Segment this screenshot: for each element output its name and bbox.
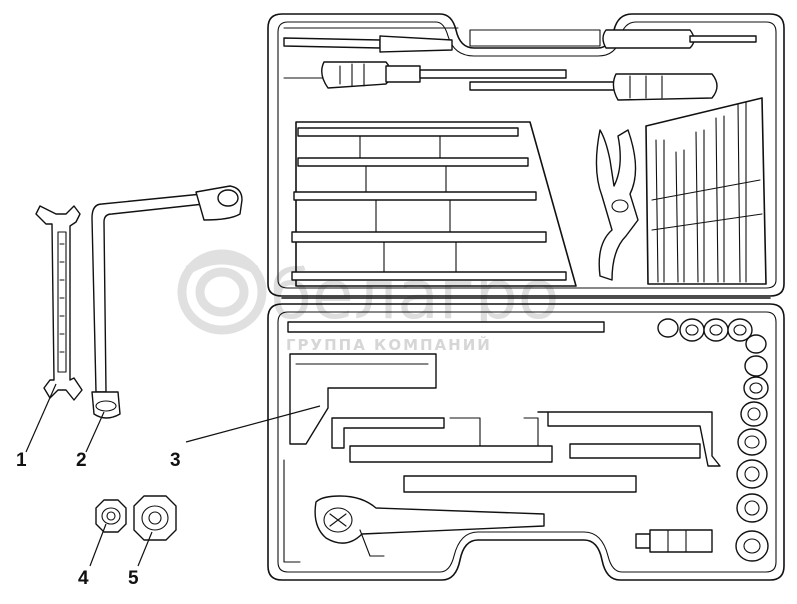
screwdriver-handled xyxy=(321,61,567,89)
ratchet-handle xyxy=(314,495,545,557)
callout-4: 4 xyxy=(78,568,89,589)
callout-1: 1 xyxy=(16,450,27,471)
leader-lines xyxy=(25,383,321,567)
socket-set-top-row xyxy=(657,318,753,342)
tool-case xyxy=(267,13,785,581)
hex-key-long xyxy=(331,417,445,449)
socket-tommy-bar xyxy=(349,417,553,463)
callout-2: 2 xyxy=(76,450,87,471)
screwdriver-phillips-large xyxy=(602,29,757,49)
socket-set-right-column xyxy=(735,334,769,562)
callout-3: 3 xyxy=(170,450,181,471)
tyre-lever xyxy=(287,321,605,445)
hex-key-short xyxy=(537,411,721,467)
screwdriver-short xyxy=(469,73,718,101)
screwdriver-bits-set xyxy=(645,97,767,285)
screwdriver-slotted xyxy=(283,35,453,53)
watermark-logo-icon xyxy=(177,249,267,335)
combination-pliers xyxy=(595,129,639,281)
l-shaped-box-wrench xyxy=(91,185,243,419)
socket-adapter xyxy=(635,529,713,553)
tray-left-recess xyxy=(283,459,301,563)
extension-bar xyxy=(403,443,701,493)
watermark-subtitle: ГРУППА КОМПАНИЙ xyxy=(286,335,492,354)
callout-5: 5 xyxy=(128,568,139,589)
small-hex-nut xyxy=(95,499,127,533)
punch-set xyxy=(291,121,577,287)
open-end-wrench xyxy=(35,205,83,401)
large-hex-nut xyxy=(133,495,177,541)
